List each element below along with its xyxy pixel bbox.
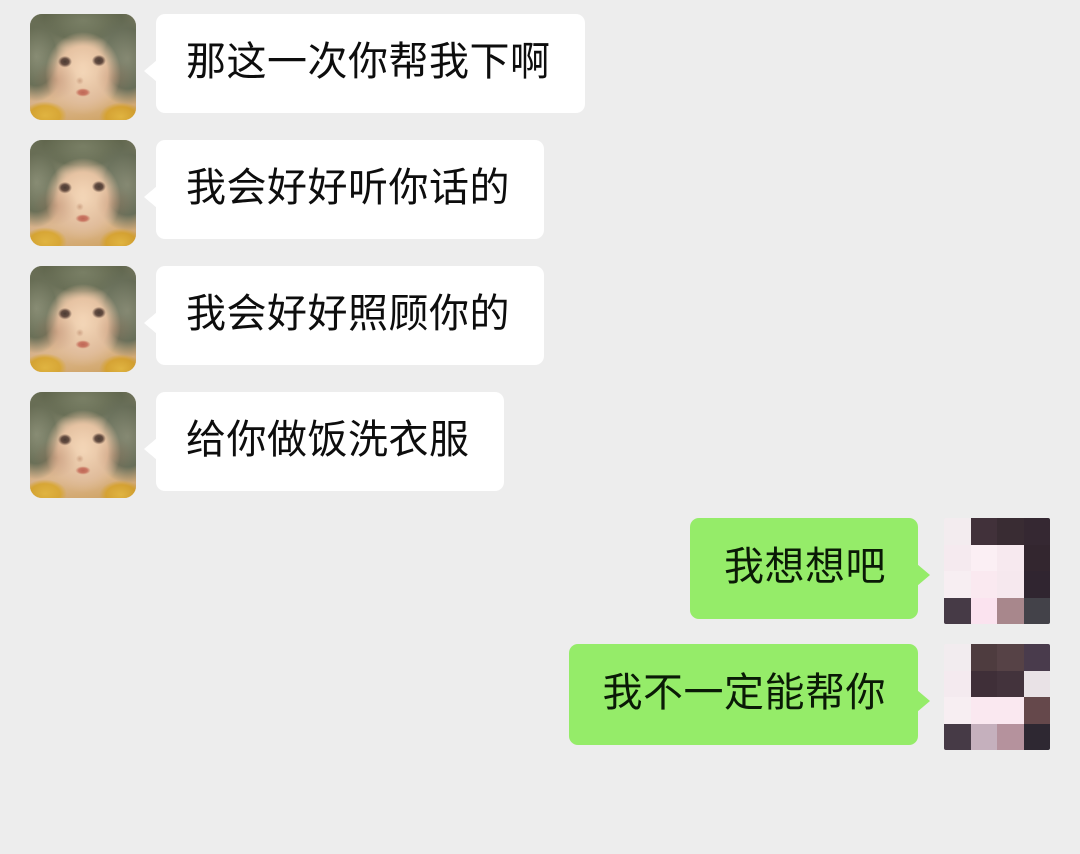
message-bubble-incoming[interactable]: 我会好好听你话的: [144, 140, 544, 240]
message-bubble-incoming[interactable]: 我会好好照顾你的: [144, 266, 544, 366]
mosaic-block: [944, 723, 971, 750]
message-row-outgoing: 我不一定能帮你: [0, 644, 1080, 750]
mosaic-block: [970, 670, 997, 697]
message-row-incoming: 我会好好听你话的: [0, 140, 1080, 246]
mosaic-block: [970, 518, 997, 545]
mosaic-block: [1023, 723, 1050, 750]
message-bubble-incoming[interactable]: 给你做饭洗衣服: [144, 392, 504, 492]
mosaic-block: [970, 723, 997, 750]
avatar-anime-girl[interactable]: [30, 266, 136, 372]
mosaic-block: [944, 597, 971, 624]
mosaic-block: [1024, 671, 1051, 698]
mosaic-block: [944, 644, 971, 671]
message-bubble-outgoing[interactable]: 我不一定能帮你: [568, 644, 930, 746]
mosaic-block: [970, 697, 997, 724]
message-bubble-outgoing[interactable]: 我想想吧: [690, 518, 930, 620]
mosaic-block: [997, 697, 1024, 724]
mosaic-block: [997, 544, 1024, 571]
mosaic-block: [1023, 597, 1050, 624]
mosaic-block: [997, 571, 1024, 598]
mosaic-block: [997, 723, 1024, 750]
mosaic-block: [944, 697, 971, 724]
mosaic-block: [997, 644, 1024, 671]
mosaic-block: [997, 597, 1024, 624]
mosaic-block: [970, 544, 997, 571]
mosaic-block: [970, 644, 997, 671]
message-row-incoming: 那这一次你帮我下啊: [0, 14, 1080, 120]
avatar-mosaic-censored[interactable]: [944, 518, 1050, 624]
mosaic-block: [1023, 571, 1050, 598]
mosaic-block: [944, 571, 971, 598]
avatar-image: [30, 266, 136, 372]
mosaic-image: [944, 518, 1050, 624]
mosaic-image: [944, 644, 1050, 750]
message-row-incoming: 我会好好照顾你的: [0, 266, 1080, 372]
avatar-image: [30, 14, 136, 120]
mosaic-block: [944, 544, 971, 571]
avatar-anime-girl[interactable]: [30, 392, 136, 498]
message-row-outgoing: 我想想吧: [0, 518, 1080, 624]
message-bubble-incoming[interactable]: 那这一次你帮我下啊: [144, 14, 585, 114]
mosaic-block: [1023, 518, 1050, 545]
mosaic-block: [1023, 544, 1050, 571]
mosaic-block: [1023, 644, 1050, 671]
message-row-incoming: 给你做饭洗衣服: [0, 392, 1080, 498]
mosaic-block: [997, 670, 1024, 697]
avatar-image: [30, 140, 136, 246]
avatar-anime-girl[interactable]: [30, 14, 136, 120]
mosaic-block: [997, 518, 1024, 545]
mosaic-block: [970, 597, 997, 624]
mosaic-block: [970, 571, 997, 598]
avatar-image: [30, 392, 136, 498]
mosaic-block: [944, 518, 971, 545]
avatar-anime-girl[interactable]: [30, 140, 136, 246]
mosaic-block: [1023, 697, 1050, 724]
mosaic-block: [944, 670, 971, 697]
avatar-mosaic-censored[interactable]: [944, 644, 1050, 750]
